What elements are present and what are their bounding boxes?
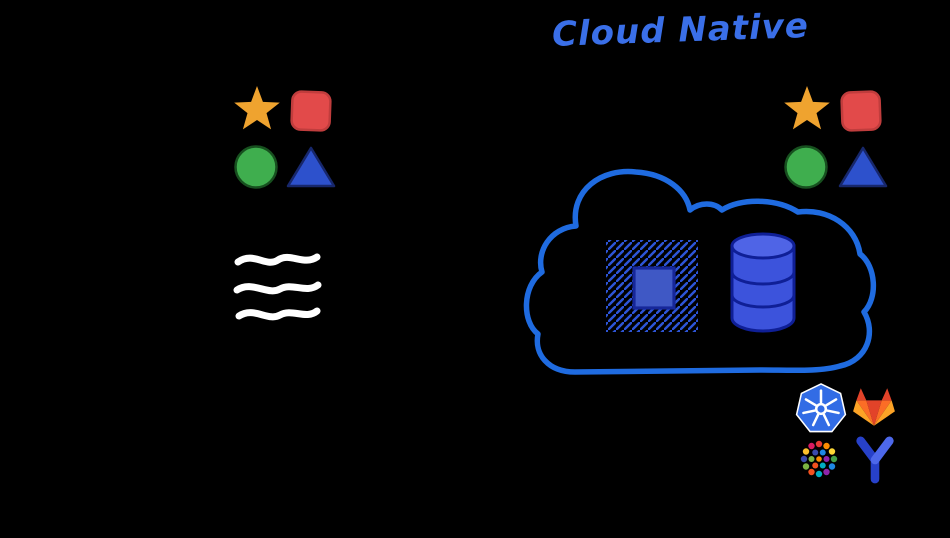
chip-core [632,266,676,310]
k8s-hub [814,402,828,416]
triangle-shape [286,146,336,188]
left-square-icon [289,89,332,132]
cloud-outline [520,164,888,382]
right-circle-icon [783,144,829,190]
cpu-chip-icon [600,234,704,338]
cloud-path [523,168,877,375]
gitlab-right-ear [881,388,892,401]
stack-line-2 [233,281,322,295]
wavy-stack-icon [232,246,324,336]
star-shape [784,86,830,130]
k8s-heptagon [795,383,847,433]
y-logo-icon [853,434,897,486]
gitlab-left-tail [853,400,874,426]
hex-cluster-dots [800,440,838,478]
hex-cluster-icon [797,437,841,481]
gitlab-right-tail [874,400,895,426]
star-shape [234,86,280,130]
stack-line-3 [235,307,321,321]
left-star-icon [232,86,282,134]
kubernetes-icon [794,382,848,436]
triangle-shape [838,146,888,188]
y-right-arm [870,436,894,465]
db-ring-1 [730,271,796,286]
db-ring-2 [730,294,796,309]
stack-line-1 [234,253,321,266]
circle-shape [784,145,828,189]
gitlab-center [866,400,882,426]
circle-shape [234,145,278,189]
db-top [730,232,796,260]
database-cylinder-icon [724,230,802,336]
right-square-icon [839,89,882,132]
left-circle-icon [233,144,279,190]
diagram-title: Cloud Native [551,5,810,55]
square-shape [840,90,882,132]
db-body [730,244,796,333]
gitlab-left-ear [856,388,867,401]
square-shape [290,90,332,132]
gitlab-icon [852,386,896,428]
right-star-icon [782,86,832,134]
right-triangle-icon [838,146,888,188]
left-triangle-icon [286,146,336,188]
